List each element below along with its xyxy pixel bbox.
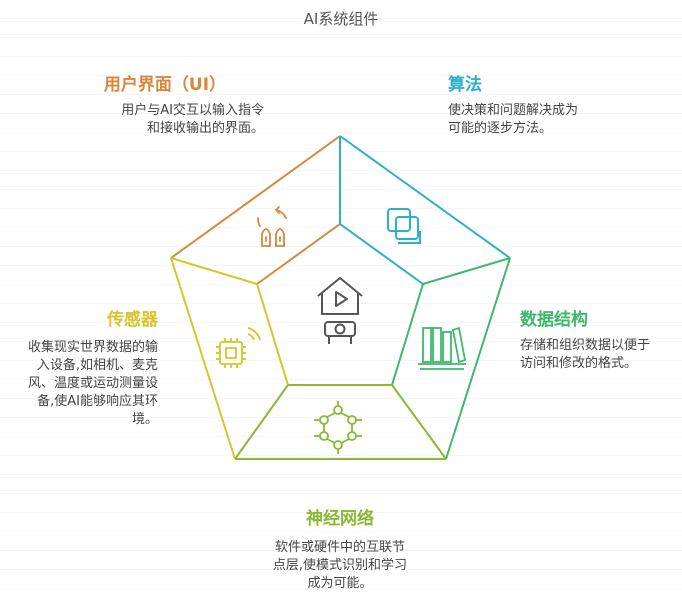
neural-network-description: 软件或硬件中的互联节 点层,使模式识别和学习 成为可能。 [240, 539, 440, 593]
algorithm-description-line: 可能的逐步方法。 [448, 121, 553, 136]
inner-edge-ui [256, 223, 341, 285]
edge-sensor [170, 257, 236, 460]
inner-edge-data-structure [391, 283, 424, 386]
sensor-description-line: 入设备,如相机、麦克 [36, 358, 158, 373]
algorithm-title: 算法 [448, 75, 482, 95]
sensor-description-line: 风、温度或运动测量设 [27, 376, 158, 391]
data-structure-description-line: 访问和修改的格式。 [520, 356, 638, 371]
sensor-title: 传感器 [107, 310, 158, 330]
sensor-description-line: 收集现实世界数据的输 [27, 340, 158, 355]
data-structure-description: 存储和组织数据以便于 访问和修改的格式。 [520, 337, 678, 373]
neural-network-description-line: 软件或硬件中的互联节 [274, 540, 405, 555]
ai-home-robot-icon [317, 277, 363, 344]
neural-network-title: 神经网络 [306, 509, 374, 529]
inner-edge-sensor [256, 283, 289, 386]
sensor-description-line: 备,使AI能够响应其环 [37, 394, 158, 409]
ui-description-line: 和接收输出的界面。 [146, 121, 264, 136]
ui-title: 用户界面（UI） [103, 75, 227, 95]
edge-data-structure [445, 257, 511, 460]
ui-description-line: 用户与AI交互以输入指令 [121, 103, 264, 118]
diagram-title: AI系统组件 [303, 10, 379, 28]
stacked-squares-icon [387, 208, 421, 244]
data-structure-title: 数据结构 [520, 310, 588, 330]
algorithm-description-line: 使决策和问题解决成为 [448, 103, 579, 118]
spoke-right [422, 257, 511, 285]
edge-algorithm [339, 135, 511, 259]
neural-network-description-line: 成为可能。 [307, 576, 373, 591]
spoke-bottom-left [234, 384, 289, 460]
network-nodes-icon [314, 401, 362, 454]
bookshelf-icon [418, 326, 467, 370]
neural-network-description-line: 点层,使模式识别和学习 [272, 558, 408, 573]
ui-description: 用户与AI交互以输入指令 和接收输出的界面。 [36, 102, 264, 138]
edge-ui [170, 135, 341, 259]
inner-edge-algorithm [339, 223, 424, 285]
spoke-left [170, 257, 258, 285]
spoke-bottom-right [391, 384, 447, 460]
data-structure-description-line: 存储和组织数据以便于 [520, 338, 651, 353]
sensor-description-line: 境。 [131, 412, 158, 427]
sensor-description: 收集现实世界数据的输 入设备,如相机、麦克 风、温度或运动测量设 备,使AI能够… [2, 339, 158, 429]
algorithm-description: 使决策和问题解决成为 可能的逐步方法。 [448, 102, 648, 138]
chip-signal-icon [216, 327, 261, 368]
hand-gesture-icon [257, 206, 287, 247]
